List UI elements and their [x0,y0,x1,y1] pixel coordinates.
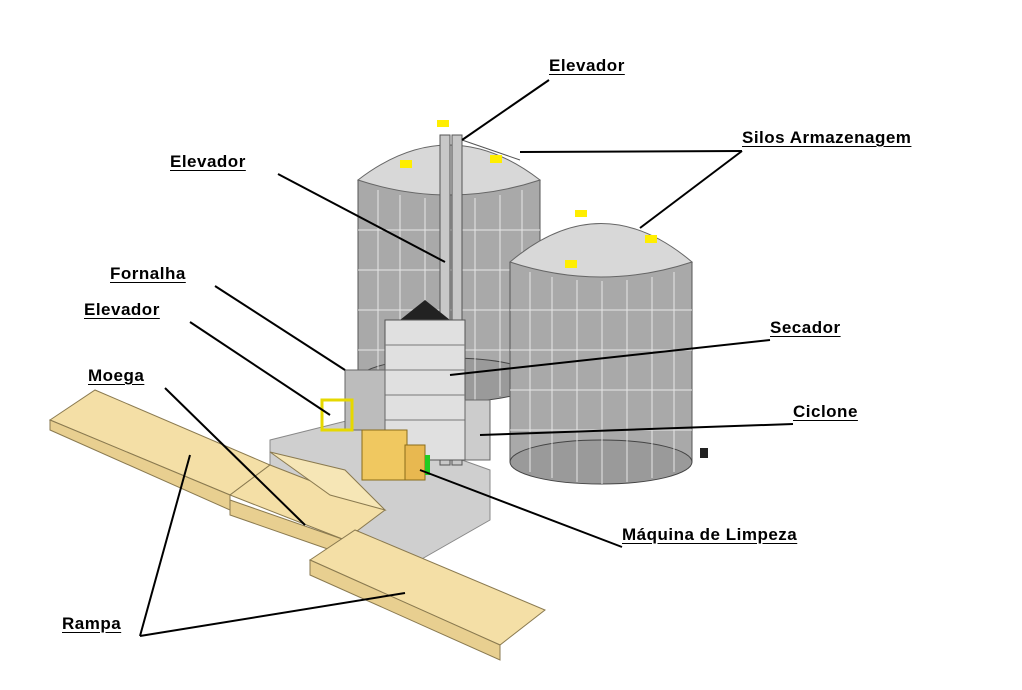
label-elevador-left: Elevador [170,152,246,171]
label-rampa: Rampa [62,614,122,633]
cyclone [464,399,491,461]
elevator-tower [439,134,521,466]
label-elevador-small: Elevador [84,300,160,319]
small-elevator [320,398,354,432]
cleaning-machine [361,429,430,481]
label-ciclone: Ciclone [793,402,858,421]
label-moega: Moega [88,366,145,385]
label-silos: Silos Armazenagem [742,128,912,147]
label-fornalha: Fornalha [110,264,186,283]
hatch-icon [437,120,449,127]
leader-lines [139,79,794,637]
label-elevador-top: Elevador [549,56,625,75]
label-secador: Secador [770,318,841,337]
ramp-hopper [48,389,546,661]
silo-2 [508,210,708,485]
label-maquina-limpeza: Máquina de Limpeza [622,525,798,544]
